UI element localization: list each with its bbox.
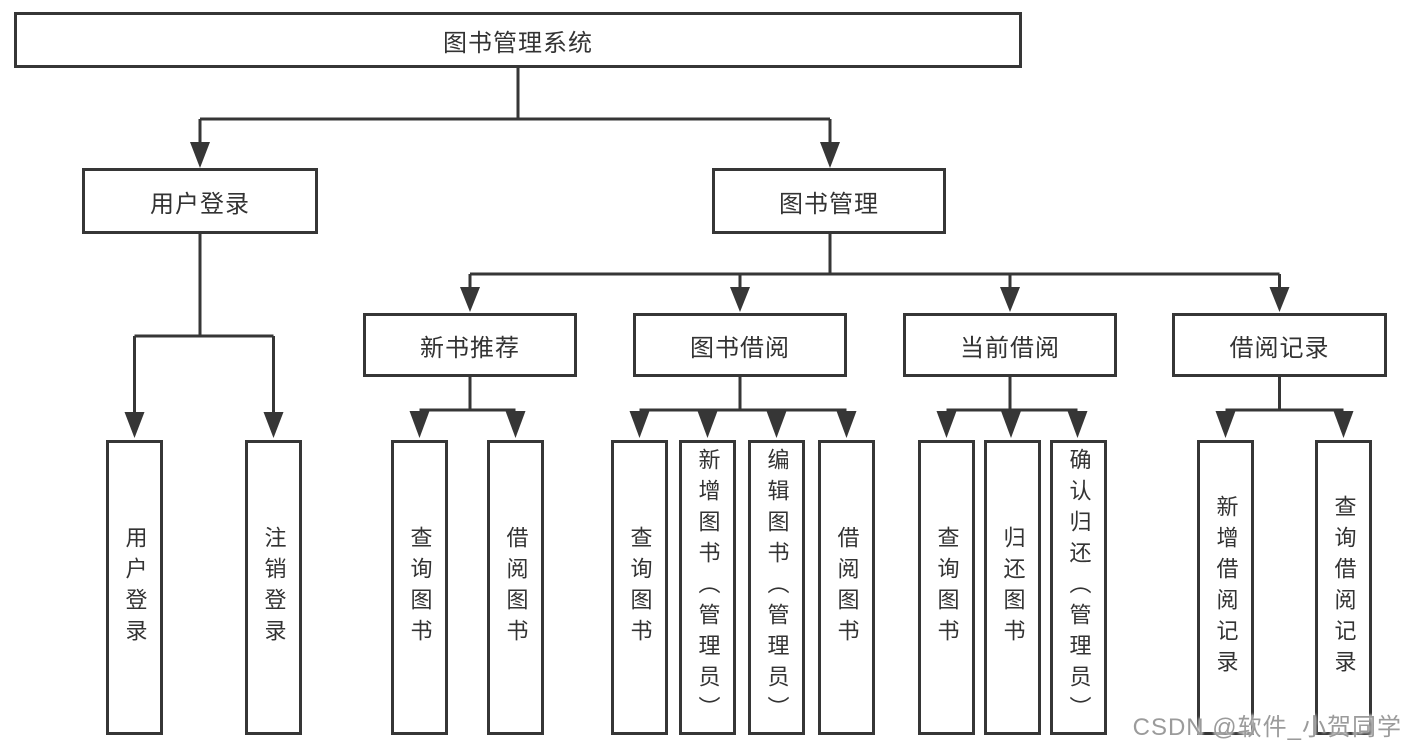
node-new-book-recommend: 新书推荐 bbox=[363, 313, 577, 377]
leaf-add-books-admin-label: 新增图书（管理员） bbox=[695, 448, 721, 727]
leaf-query-books-current: 查询图书 bbox=[918, 440, 975, 735]
leaf-add-books-admin: 新增图书（管理员） bbox=[679, 440, 736, 735]
node-current-borrow-label: 当前借阅 bbox=[960, 334, 1060, 362]
leaf-query-books-current-label: 查询图书 bbox=[934, 525, 960, 650]
node-book-borrow-label: 图书借阅 bbox=[690, 334, 790, 362]
node-current-borrow: 当前借阅 bbox=[903, 313, 1117, 377]
leaf-edit-books-admin: 编辑图书（管理员） bbox=[748, 440, 805, 735]
leaf-edit-books-admin-label: 编辑图书（管理员） bbox=[764, 448, 790, 727]
node-book-management-label: 图书管理 bbox=[779, 190, 879, 218]
leaf-logout-label: 注销登录 bbox=[261, 525, 287, 650]
leaf-query-borrow-record-label: 查询借阅记录 bbox=[1331, 494, 1357, 681]
leaf-borrow-books-recommend-label: 借阅图书 bbox=[503, 525, 529, 650]
node-new-book-recommend-label: 新书推荐 bbox=[420, 334, 520, 362]
node-user-login: 用户登录 bbox=[82, 168, 318, 234]
leaf-return-books-label: 归还图书 bbox=[1000, 525, 1026, 650]
leaf-add-borrow-record: 新增借阅记录 bbox=[1197, 440, 1254, 735]
leaf-query-books-borrow: 查询图书 bbox=[611, 440, 668, 735]
leaf-borrow-books: 借阅图书 bbox=[818, 440, 875, 735]
node-book-management: 图书管理 bbox=[712, 168, 946, 234]
leaf-user-login-label: 用户登录 bbox=[122, 525, 148, 650]
leaf-query-books-recommend-label: 查询图书 bbox=[407, 525, 433, 650]
leaf-confirm-return-admin-label: 确认归还（管理员） bbox=[1066, 448, 1092, 727]
node-root-label: 图书管理系统 bbox=[443, 29, 593, 57]
leaf-confirm-return-admin: 确认归还（管理员） bbox=[1050, 440, 1107, 735]
node-book-borrow: 图书借阅 bbox=[633, 313, 847, 377]
leaf-borrow-books-label: 借阅图书 bbox=[834, 525, 860, 650]
leaf-user-login: 用户登录 bbox=[106, 440, 163, 735]
leaf-return-books: 归还图书 bbox=[984, 440, 1041, 735]
leaf-add-borrow-record-label: 新增借阅记录 bbox=[1213, 494, 1239, 681]
leaf-borrow-books-recommend: 借阅图书 bbox=[487, 440, 544, 735]
leaf-query-books-recommend: 查询图书 bbox=[391, 440, 448, 735]
node-user-login-label: 用户登录 bbox=[150, 190, 250, 218]
node-borrow-records: 借阅记录 bbox=[1172, 313, 1387, 377]
csdn-watermark: CSDN @软件_小贺同学 bbox=[1132, 714, 1402, 741]
leaf-logout: 注销登录 bbox=[245, 440, 302, 735]
leaf-query-borrow-record: 查询借阅记录 bbox=[1315, 440, 1372, 735]
node-root-system: 图书管理系统 bbox=[14, 12, 1022, 68]
leaf-query-books-borrow-label: 查询图书 bbox=[627, 525, 653, 650]
node-borrow-records-label: 借阅记录 bbox=[1229, 334, 1330, 362]
